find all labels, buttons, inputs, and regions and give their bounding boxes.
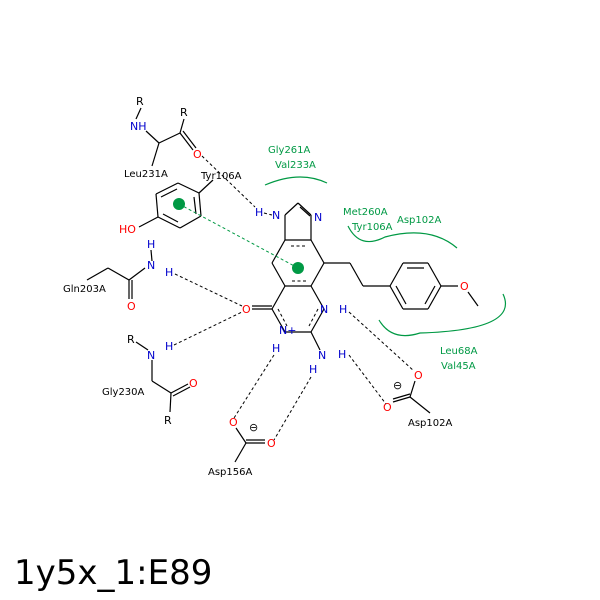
gly230a-n-label: N [147,349,155,362]
val233a-label: Val233A [275,160,316,171]
atom-n-plus: N+ [279,324,296,337]
residue-gly230a: R N H O R Gly230A [102,333,198,427]
residue-asp102a: O O ⊖ Asp102A [383,369,452,429]
gln203a-o-label: O [127,300,136,313]
hbond-leu231a-o [201,155,256,208]
atom-o-methoxy: O [460,280,469,293]
gly230a-label: Gly230A [102,387,145,398]
met260a-label: Met260A [343,207,388,218]
residue-asp156a: O O ⊖ Asp156A [208,416,276,478]
asp156a-label: Asp156A [208,467,252,478]
hydrophobic-arc-mid [347,225,458,249]
hbond-asp156a-top [233,354,275,419]
hydrogen-bonds: H [173,155,415,441]
asp156a-o-top: O [229,416,238,429]
residue-gln203a: H N H O Gln203A [63,238,173,313]
atom-h-tyr-hbond: H [255,206,263,219]
asp102a-label: Asp102A [408,418,452,429]
hydrophobic-arc-top [264,176,328,186]
asp102a-charge: ⊖ [393,379,402,392]
ligand-bonds [252,202,479,351]
leu231a-r-label: R [136,95,144,108]
hbond-asp156a-right [273,376,312,441]
atom-n-imidazole-right: N [314,211,322,224]
val45a-label: Val45A [441,361,476,372]
leu231a-r-label-2: R [180,106,188,119]
atom-h-ring: H [339,303,347,316]
leu231a-nh-label: NH [130,120,147,133]
residue-leu231a: R NH R O Leu231A [124,95,202,180]
tyr106a-label: Tyr106A [200,171,242,182]
ligand-aromatic-marks [277,245,319,327]
leu231a-label: Leu231A [124,169,168,180]
gly261a-label: Gly261A [268,145,311,156]
tyr106a-hydrophobic-label: Tyr106A [351,222,393,233]
gly230a-r-top: R [127,333,135,346]
asp102a-o-left: O [383,401,392,414]
residue-tyr106a: HO Tyr106A [119,171,242,236]
atom-h-amine-right: H [338,348,346,361]
atom-o-carbonyl: O [242,303,251,316]
hydrophobic-contacts: Gly261A Val233A Met260A Tyr106A Asp102A … [264,145,507,372]
gln203a-h-label: H [165,266,173,279]
gly230a-o-label: O [189,377,198,390]
asp102a-hydrophobic-label: Asp102A [397,215,441,226]
hbond-gly230a [173,311,243,346]
ligand-atoms: N N O N+ H N H N H H O [242,209,469,376]
hbond-asp102a-top [348,311,415,372]
atom-h-amine-lower: H [309,363,317,376]
asp156a-o-right: O [267,437,276,450]
leu231a-o-label: O [193,148,202,161]
tyr106a-ho-label: HO [119,223,136,236]
hydrophobic-arc-right [378,293,507,337]
atom-n-ring: N [320,303,328,316]
pi-stacking-line [178,203,299,269]
asp102a-o-top: O [414,369,423,382]
hbond-h-n-imidazole [263,212,273,216]
gln203a-h-top: H [147,238,155,251]
atom-n-amine: N [318,349,326,362]
asp156a-charge: ⊖ [249,421,258,434]
gln203a-label: Gln203A [63,284,106,295]
atom-n-imidazole-left: N [272,209,280,222]
diagram-title: 1y5x_1:E89 [14,553,212,593]
leu68a-label: Leu68A [440,346,478,357]
hbond-gln203a [174,273,243,307]
gly230a-h-label: H [165,340,173,353]
atom-h-n-plus: H [272,342,280,355]
ligand-ring-centroid [292,262,304,274]
gly230a-r-bottom: R [164,414,172,427]
hbond-asp102a-left [348,354,387,405]
gln203a-n-label: N [147,259,155,272]
